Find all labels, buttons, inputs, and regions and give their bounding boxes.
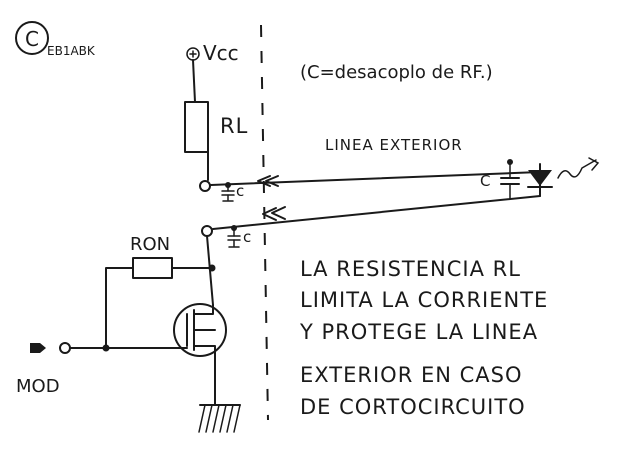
ground-hatch (226, 404, 234, 433)
mod-label: MOD (16, 376, 60, 397)
copyright-symbol: C (25, 27, 39, 51)
wire (105, 267, 134, 349)
ground-hatch (233, 404, 241, 433)
ron-label: RON (130, 234, 170, 255)
arrow-icon (265, 175, 279, 187)
ground-hatch (219, 404, 227, 433)
junction-dot (102, 344, 110, 352)
light-emission-icon (588, 157, 600, 171)
junction-dot (208, 264, 216, 272)
led-icon (528, 170, 552, 186)
separator-dashed-line (260, 24, 269, 421)
arrow-icon (271, 206, 286, 220)
explanation-line: LIMITA LA CORRIENTE (300, 288, 548, 312)
mosfet-drain (193, 304, 214, 315)
input-connector-icon (30, 343, 46, 353)
terminal-top-icon (199, 180, 211, 192)
mod-terminal-icon (59, 342, 71, 354)
note-label: (C=desacoplo de RF.) (300, 62, 493, 83)
vcc-label: Vcc (203, 41, 239, 65)
light-emission-icon (557, 159, 597, 179)
author-label: EB1ABK (47, 44, 96, 58)
linea-exterior-label: LINEA EXTERIOR (325, 136, 463, 154)
line-exterior-bottom (212, 195, 541, 230)
explanation-line: Y PROTEGE LA LINEA (299, 320, 538, 344)
resistor-ron-icon (132, 257, 173, 279)
arrow-icon (257, 175, 271, 187)
wire (192, 59, 196, 103)
rl-label: RL (220, 114, 248, 138)
cap-small-label: c (243, 228, 251, 246)
ground-hatch (205, 404, 213, 433)
ground-hatch (212, 404, 220, 433)
mosfet-icon (173, 303, 227, 357)
mosfet-source (193, 345, 216, 406)
explanation-line: DE CORTOCIRCUITO (300, 395, 526, 419)
terminal-bottom-icon (201, 225, 213, 237)
copyright-circle (15, 21, 49, 55)
arrow-icon (262, 207, 277, 221)
explanation-text: LA RESISTENCIA RL LIMITA LA CORRIENTE Y … (299, 257, 548, 419)
ground-hatch (198, 404, 206, 433)
resistor-rl-icon (184, 101, 209, 153)
line-exterior-top (210, 171, 541, 186)
cap-line-label: C (480, 172, 490, 190)
explanation-line: EXTERIOR EN CASO (300, 363, 523, 387)
cap-small-label: c (236, 182, 244, 200)
explanation-line: LA RESISTENCIA RL (300, 257, 521, 281)
